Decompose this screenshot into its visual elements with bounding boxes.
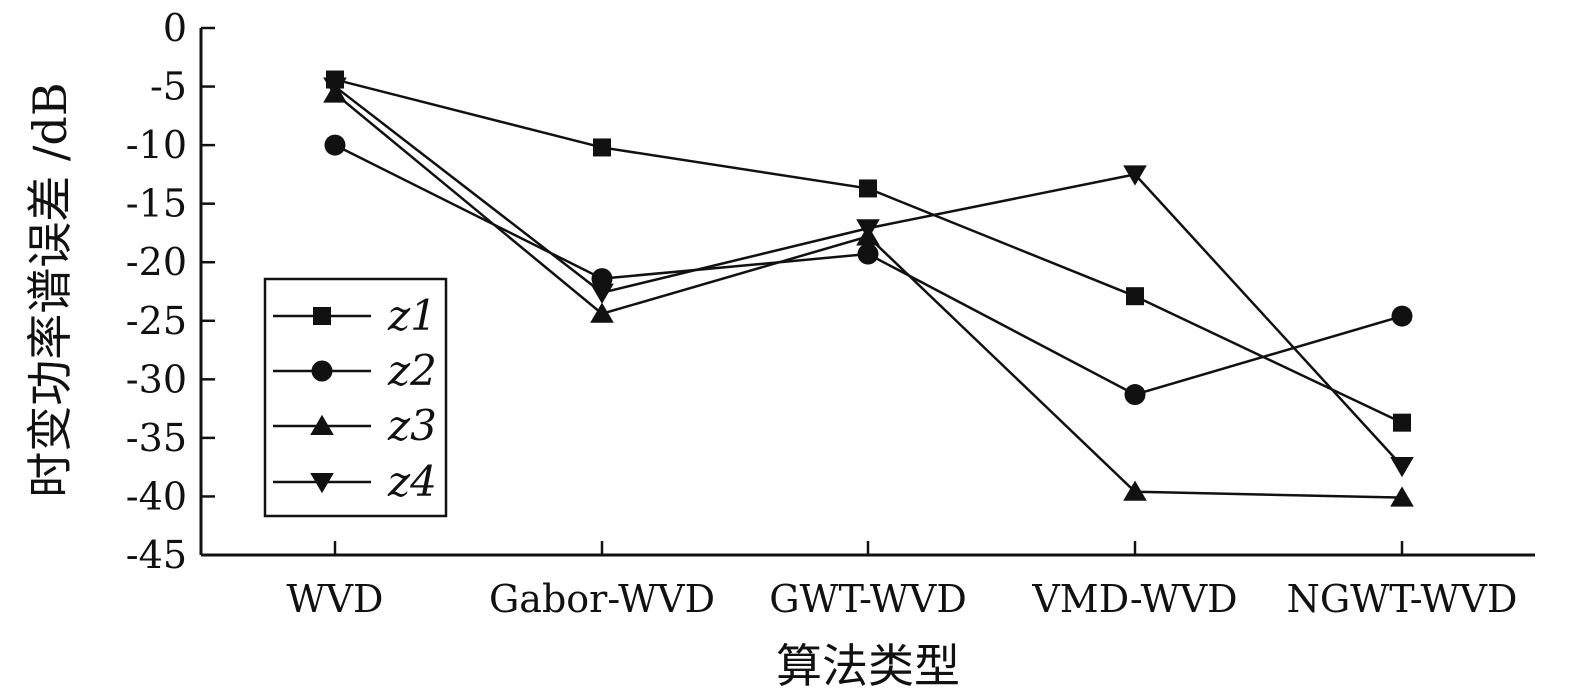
- legend: z1 z2 z3 z4: [263, 277, 448, 518]
- y-tick-label: -10: [126, 123, 187, 167]
- series-line: [334, 92, 1403, 499]
- y-tick-label: 0: [163, 6, 187, 50]
- legend-label: z4: [387, 457, 437, 506]
- y-tick-label: -45: [126, 533, 187, 577]
- legend-label: z2: [387, 346, 437, 395]
- x-ticks: WVD Gabor-WVD GWT-WVD VMD-WVD NGWT-WVD: [287, 541, 1518, 621]
- data-point-circle: [1391, 305, 1413, 327]
- series-z4: [323, 77, 1414, 478]
- data-point-triangle-up: [1390, 486, 1414, 507]
- data-point-triangle-up: [590, 302, 614, 323]
- data-point-circle: [1124, 384, 1146, 406]
- y-tick-label: -30: [126, 357, 187, 401]
- data-point-triangle-down: [323, 77, 347, 98]
- series-z3: [323, 82, 1414, 507]
- data-point-triangle-down: [310, 473, 334, 494]
- y-tick-label: -35: [126, 416, 187, 460]
- data-point-triangle-down: [590, 283, 614, 304]
- data-point-circle: [324, 134, 346, 156]
- x-tick-label: WVD: [287, 577, 384, 621]
- x-tick-label: NGWT-WVD: [1287, 577, 1518, 621]
- legend-box: [263, 277, 448, 518]
- legend-item-z3: z3: [273, 401, 437, 450]
- x-tick-label: VMD-WVD: [1031, 577, 1237, 621]
- y-tick-label: -40: [126, 474, 187, 518]
- series-layer: [323, 70, 1414, 507]
- y-tick-label: -5: [150, 65, 187, 109]
- legend-label: z3: [387, 401, 437, 450]
- y-tick-label: -15: [126, 182, 187, 226]
- data-point-circle: [311, 360, 333, 382]
- legend-item-z4: z4: [273, 457, 437, 506]
- data-point-triangle-down: [1123, 165, 1147, 186]
- data-point-square: [1393, 413, 1411, 432]
- x-axis-title: 算法类型: [776, 639, 960, 693]
- legend-label: z1: [387, 291, 437, 340]
- legend-item-z2: z2: [273, 346, 437, 395]
- data-point-triangle-up: [310, 414, 334, 435]
- data-point-triangle-up: [1123, 480, 1147, 501]
- legend-item-z1: z1: [273, 291, 437, 340]
- data-point-triangle-down: [856, 219, 880, 240]
- series-z2: [324, 134, 1413, 406]
- y-ticks: 0 -5 -10 -15 -20 -25 -30 -35 -40 -45: [126, 6, 215, 577]
- y-axis-title: 时变功率谱误差 /dB: [23, 82, 77, 497]
- y-tick-label: -20: [126, 240, 187, 284]
- data-point-square: [859, 179, 877, 198]
- data-point-triangle-down: [1390, 456, 1414, 478]
- data-point-square: [313, 307, 331, 325]
- x-tick-label: Gabor-WVD: [489, 577, 715, 621]
- data-point-circle: [857, 243, 879, 265]
- series-line: [334, 85, 1403, 467]
- data-point-square: [1126, 287, 1144, 306]
- x-tick-label: GWT-WVD: [769, 577, 967, 621]
- y-tick-label: -25: [126, 299, 187, 343]
- data-point-square: [593, 138, 611, 157]
